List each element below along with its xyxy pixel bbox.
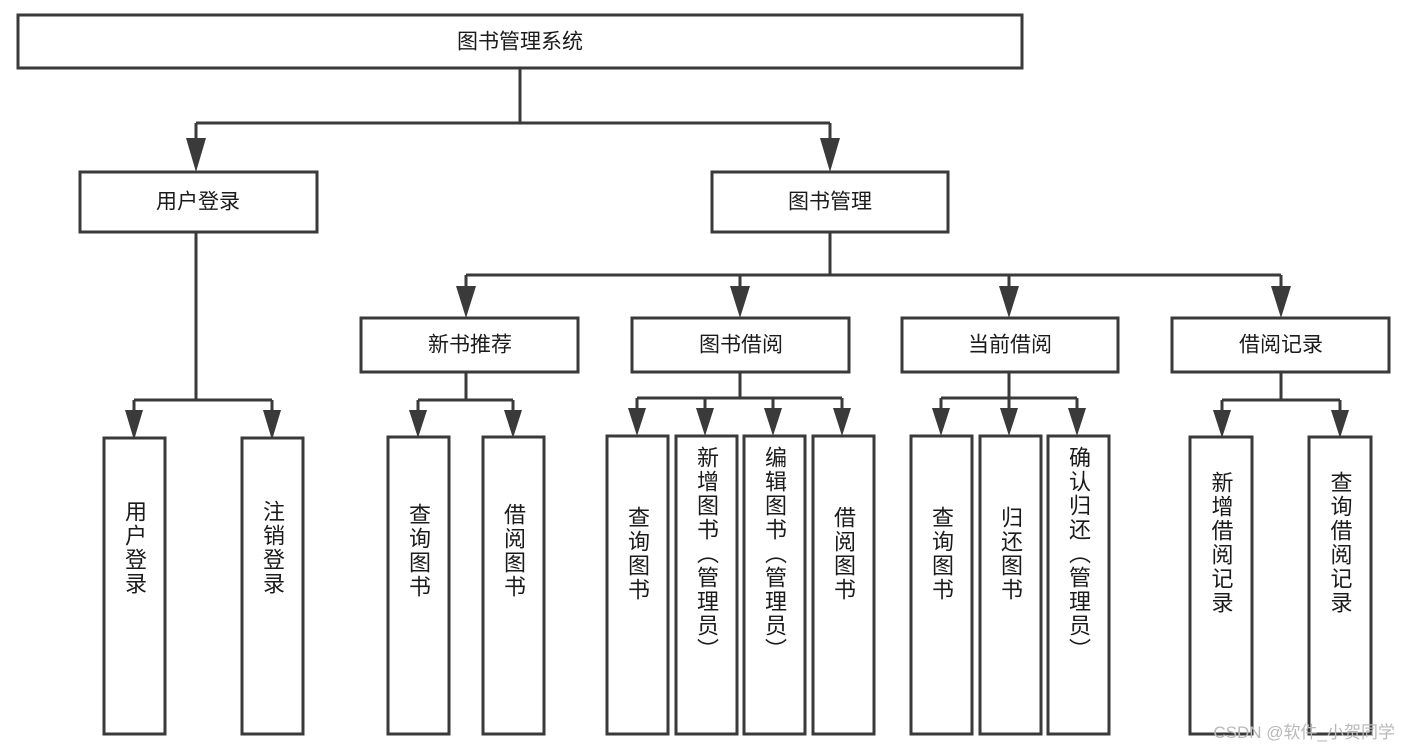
arrow-head-leaf-user-logout: [263, 410, 281, 440]
leaf-query-book-rec-rect[interactable]: [386, 435, 451, 736]
leaf-user-login-rect[interactable]: [102, 436, 167, 736]
arrow-head-leaf-query-record: [1331, 410, 1349, 438]
node-root-label: 图书管理系统: [457, 31, 583, 54]
leaf-query-borrow-record-rect[interactable]: [1307, 435, 1373, 736]
arrow-head-book-mgmt: [820, 138, 840, 172]
node-root[interactable]: 图书管理系统: [16, 13, 1024, 70]
leaf-query-book-borrow-rect[interactable]: [605, 434, 670, 736]
node-current-borrow[interactable]: 当前借阅: [900, 316, 1120, 374]
arrow-head-leaf-confirm-return: [1068, 408, 1086, 436]
leaf-query-book-current-rect[interactable]: [909, 434, 974, 736]
leaf-confirm-return-rect[interactable]: [1046, 434, 1111, 736]
node-current-borrow-rect[interactable]: [900, 316, 1120, 374]
csdn-watermark: CSDN @软件_小贺同学: [1213, 723, 1395, 742]
arrow-head-borrow-record: [1271, 286, 1291, 318]
arrow-head-leaf-return-book: [1000, 408, 1018, 436]
arrow-head-leaf-borrow-book-2: [833, 408, 851, 436]
node-user-login[interactable]: 用户登录: [78, 170, 319, 234]
leaf-return-book-rect[interactable]: [978, 434, 1043, 736]
node-book-management-label: 图书管理: [788, 191, 872, 214]
node-book-borrow-rect[interactable]: [630, 316, 851, 374]
arrow-head-new-book-rec: [456, 286, 476, 318]
arrow-head-leaf-query-book-2: [628, 408, 646, 436]
arrow-head-leaf-user-login: [125, 410, 143, 440]
arrow-head-leaf-query-book-1: [409, 410, 427, 438]
node-borrow-record[interactable]: 借阅记录: [1170, 316, 1391, 374]
leaf-layer: [102, 434, 1373, 736]
node-book-borrow-label: 图书借阅: [699, 334, 783, 357]
node-new-book-recommend-rect[interactable]: [359, 316, 580, 374]
arrow-head-leaf-add-record: [1213, 410, 1231, 438]
node-layer: 图书管理系统 用户登录 图书管理 新书推荐 图书借阅 当前: [16, 13, 1391, 736]
arrow-head-leaf-query-book-3: [932, 408, 950, 436]
leaf-edit-book-rect[interactable]: [742, 434, 807, 736]
arrow-head-leaf-borrow-book-1: [504, 410, 522, 438]
node-new-book-recommend[interactable]: 新书推荐: [359, 316, 580, 374]
node-new-book-recommend-label: 新书推荐: [428, 334, 512, 357]
arrow-head-leaf-edit-book: [764, 408, 782, 436]
node-borrow-record-rect[interactable]: [1170, 316, 1391, 374]
arrow-head-leaf-add-book: [696, 408, 714, 436]
arrow-head-book-borrow: [730, 286, 750, 318]
arrow-head-current-borrow: [999, 286, 1019, 318]
node-borrow-record-label: 借阅记录: [1239, 334, 1323, 357]
node-user-login-label: 用户登录: [156, 191, 240, 214]
leaf-user-logout-rect[interactable]: [240, 436, 305, 736]
connector-layer: [125, 68, 1349, 440]
leaf-add-borrow-record-rect[interactable]: [1188, 435, 1254, 736]
arrow-head-user-login: [186, 138, 206, 172]
node-user-login-rect[interactable]: [78, 170, 319, 234]
node-book-borrow[interactable]: 图书借阅: [630, 316, 851, 374]
node-root-rect[interactable]: [16, 13, 1024, 70]
node-book-management[interactable]: 图书管理: [710, 170, 950, 234]
leaf-borrow-book-rect[interactable]: [811, 434, 876, 736]
node-current-borrow-label: 当前借阅: [968, 334, 1052, 357]
leaf-borrow-book-rec-rect[interactable]: [481, 435, 546, 736]
node-book-management-rect[interactable]: [710, 170, 950, 234]
leaf-add-book-rect[interactable]: [674, 434, 739, 736]
